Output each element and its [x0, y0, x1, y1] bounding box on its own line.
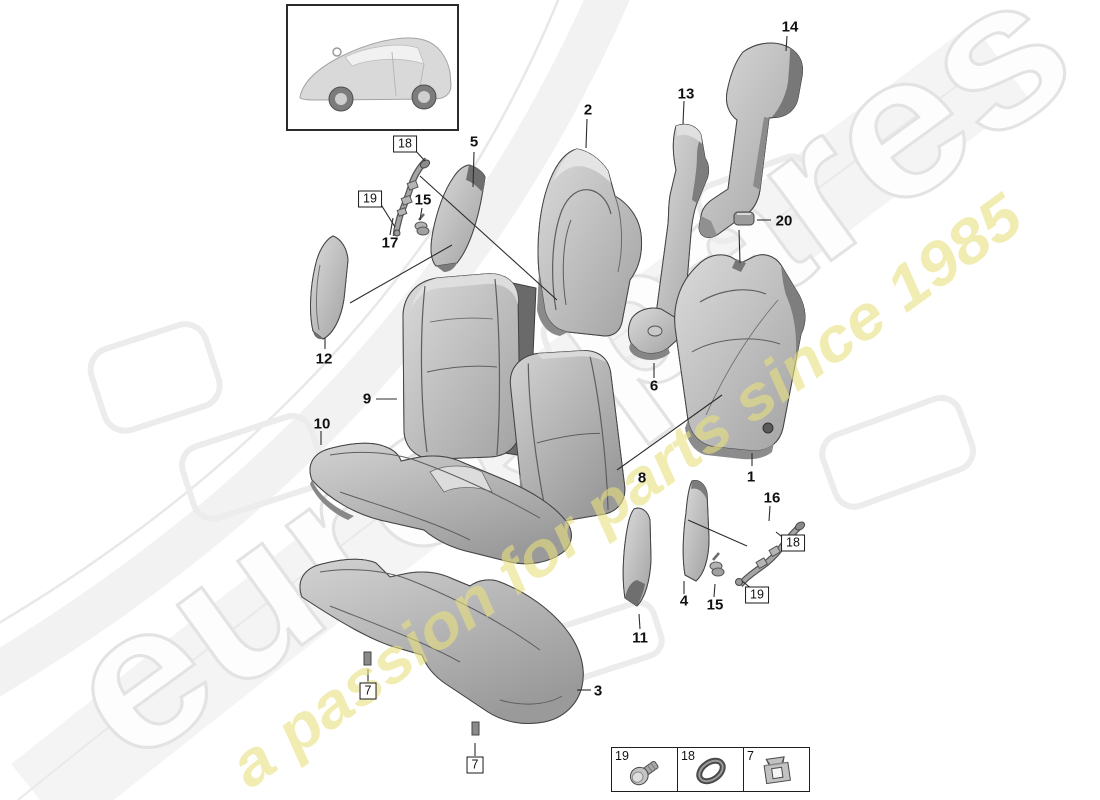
- part-3-seat-cushion-lower: [299, 558, 584, 736]
- fastener-legend: 19 18 7: [611, 747, 810, 792]
- part-11-trim-strip: [622, 507, 652, 607]
- part-label-14: 14: [781, 18, 799, 36]
- legend-cell-clip: 7: [744, 748, 809, 791]
- legend-label-19: 19: [615, 749, 629, 763]
- screw-on-rail: [393, 229, 401, 237]
- part-label-2: 2: [583, 101, 593, 119]
- part-label-11: 11: [632, 629, 648, 647]
- legend-label-18: 18: [681, 749, 695, 763]
- part-label-12: 12: [315, 350, 333, 368]
- part-label-8: 8: [637, 469, 647, 487]
- part-label-19-box-upper: 19: [358, 190, 382, 208]
- part-12-trim-strip: [310, 235, 349, 340]
- part-label-20: 20: [775, 212, 793, 230]
- grommet-icon: [695, 757, 726, 784]
- part-1-backrest-shell: [674, 254, 806, 460]
- part-label-6: 6: [649, 377, 659, 395]
- part-10-seat-cushion-upper: [309, 442, 572, 565]
- part-label-7-box-left: 7: [359, 682, 377, 700]
- part-15-screw-upper: [414, 213, 430, 236]
- part-15-screw-lower: [709, 552, 725, 577]
- part-label-10: 10: [313, 415, 331, 433]
- part-4-trim-strip: [682, 480, 710, 582]
- screw-on-rail: [735, 578, 743, 586]
- part-label-19-box-lower: 19: [745, 586, 769, 604]
- vehicle-thumbnail: [286, 4, 459, 131]
- part-label-9: 9: [362, 390, 372, 408]
- part-5-side-bolster-pad: [430, 164, 486, 272]
- part-label-3: 3: [593, 682, 603, 700]
- part-6-latch-bracket: [627, 307, 682, 361]
- part-label-7-box-right: 7: [466, 756, 484, 774]
- grommet-on-rail: [419, 159, 431, 169]
- part-label-16: 16: [763, 489, 781, 507]
- legend-cell-screw: 19: [612, 748, 678, 791]
- part-label-5: 5: [469, 133, 479, 151]
- part-20-clip: [733, 211, 755, 226]
- part-8-backrest-cover-small: [506, 345, 629, 527]
- part-14-side-bracket: [698, 42, 803, 238]
- legend-cell-grommet: 18: [678, 748, 744, 791]
- legend-label-7: 7: [747, 749, 754, 763]
- cushion-clip-stub: [471, 721, 480, 736]
- part-label-1: 1: [746, 468, 756, 486]
- part-label-18-box-upper: 18: [393, 135, 417, 153]
- floor-pan-sketch: [87, 153, 976, 686]
- part-label-18-box-lower: 18: [781, 534, 805, 552]
- part-label-15-upper: 15: [414, 191, 432, 209]
- grommet-on-rail: [794, 521, 806, 531]
- part-label-17: 17: [381, 234, 399, 252]
- part-16-mounting-rail: [735, 521, 806, 588]
- car-mirror: [332, 47, 342, 57]
- part-label-13: 13: [677, 85, 695, 103]
- screw-icon: [629, 760, 658, 785]
- part-label-4: 4: [679, 592, 689, 610]
- part-17-mounting-rail: [392, 157, 431, 237]
- part-label-15-lower: 15: [706, 596, 724, 614]
- part-2-backrest-foam-center: [537, 148, 643, 337]
- clip-icon: [763, 755, 791, 784]
- cushion-clip-stub: [363, 651, 372, 666]
